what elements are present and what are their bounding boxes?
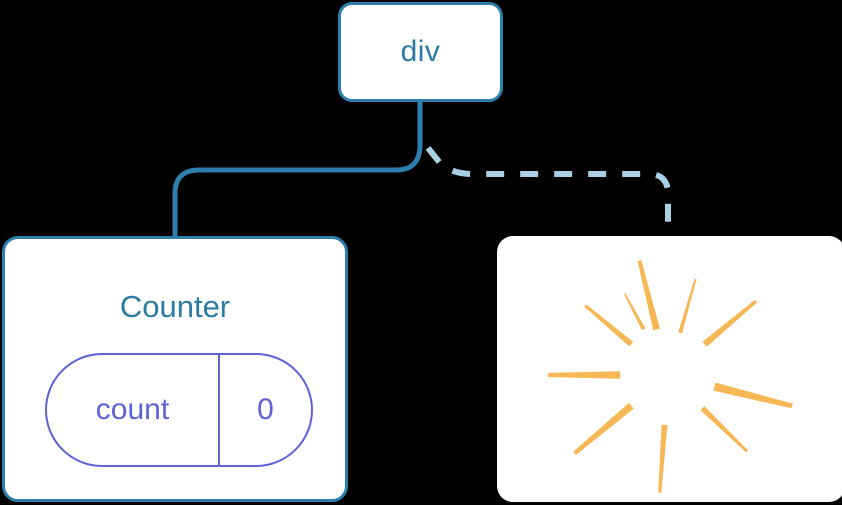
edge-div-to-counter-path <box>172 98 423 241</box>
sparkle-ray <box>624 293 646 331</box>
sparkle-ray <box>678 278 697 334</box>
state-key: count <box>47 355 220 465</box>
counter-component-node[interactable]: Counter count 0 <box>2 236 348 502</box>
counter-title: Counter <box>119 289 231 324</box>
div-node[interactable]: div <box>338 2 503 102</box>
sparkle-ray <box>700 406 749 453</box>
sparkle-ray <box>658 424 668 493</box>
sparkle-ray <box>702 299 758 347</box>
state-pill[interactable]: count 0 <box>45 353 313 467</box>
edge-div-to-render-path <box>425 146 671 238</box>
sparkle-burst-icon <box>548 260 793 493</box>
sparkle-ray <box>548 371 621 379</box>
sparkle-ray <box>637 260 660 331</box>
sparkle-ray <box>573 402 634 455</box>
div-node-label: div <box>400 35 441 68</box>
state-value: 0 <box>257 393 274 426</box>
render-output-node[interactable] <box>497 236 842 502</box>
sparkle-ray <box>713 382 793 409</box>
sparkle-ray <box>584 304 634 347</box>
